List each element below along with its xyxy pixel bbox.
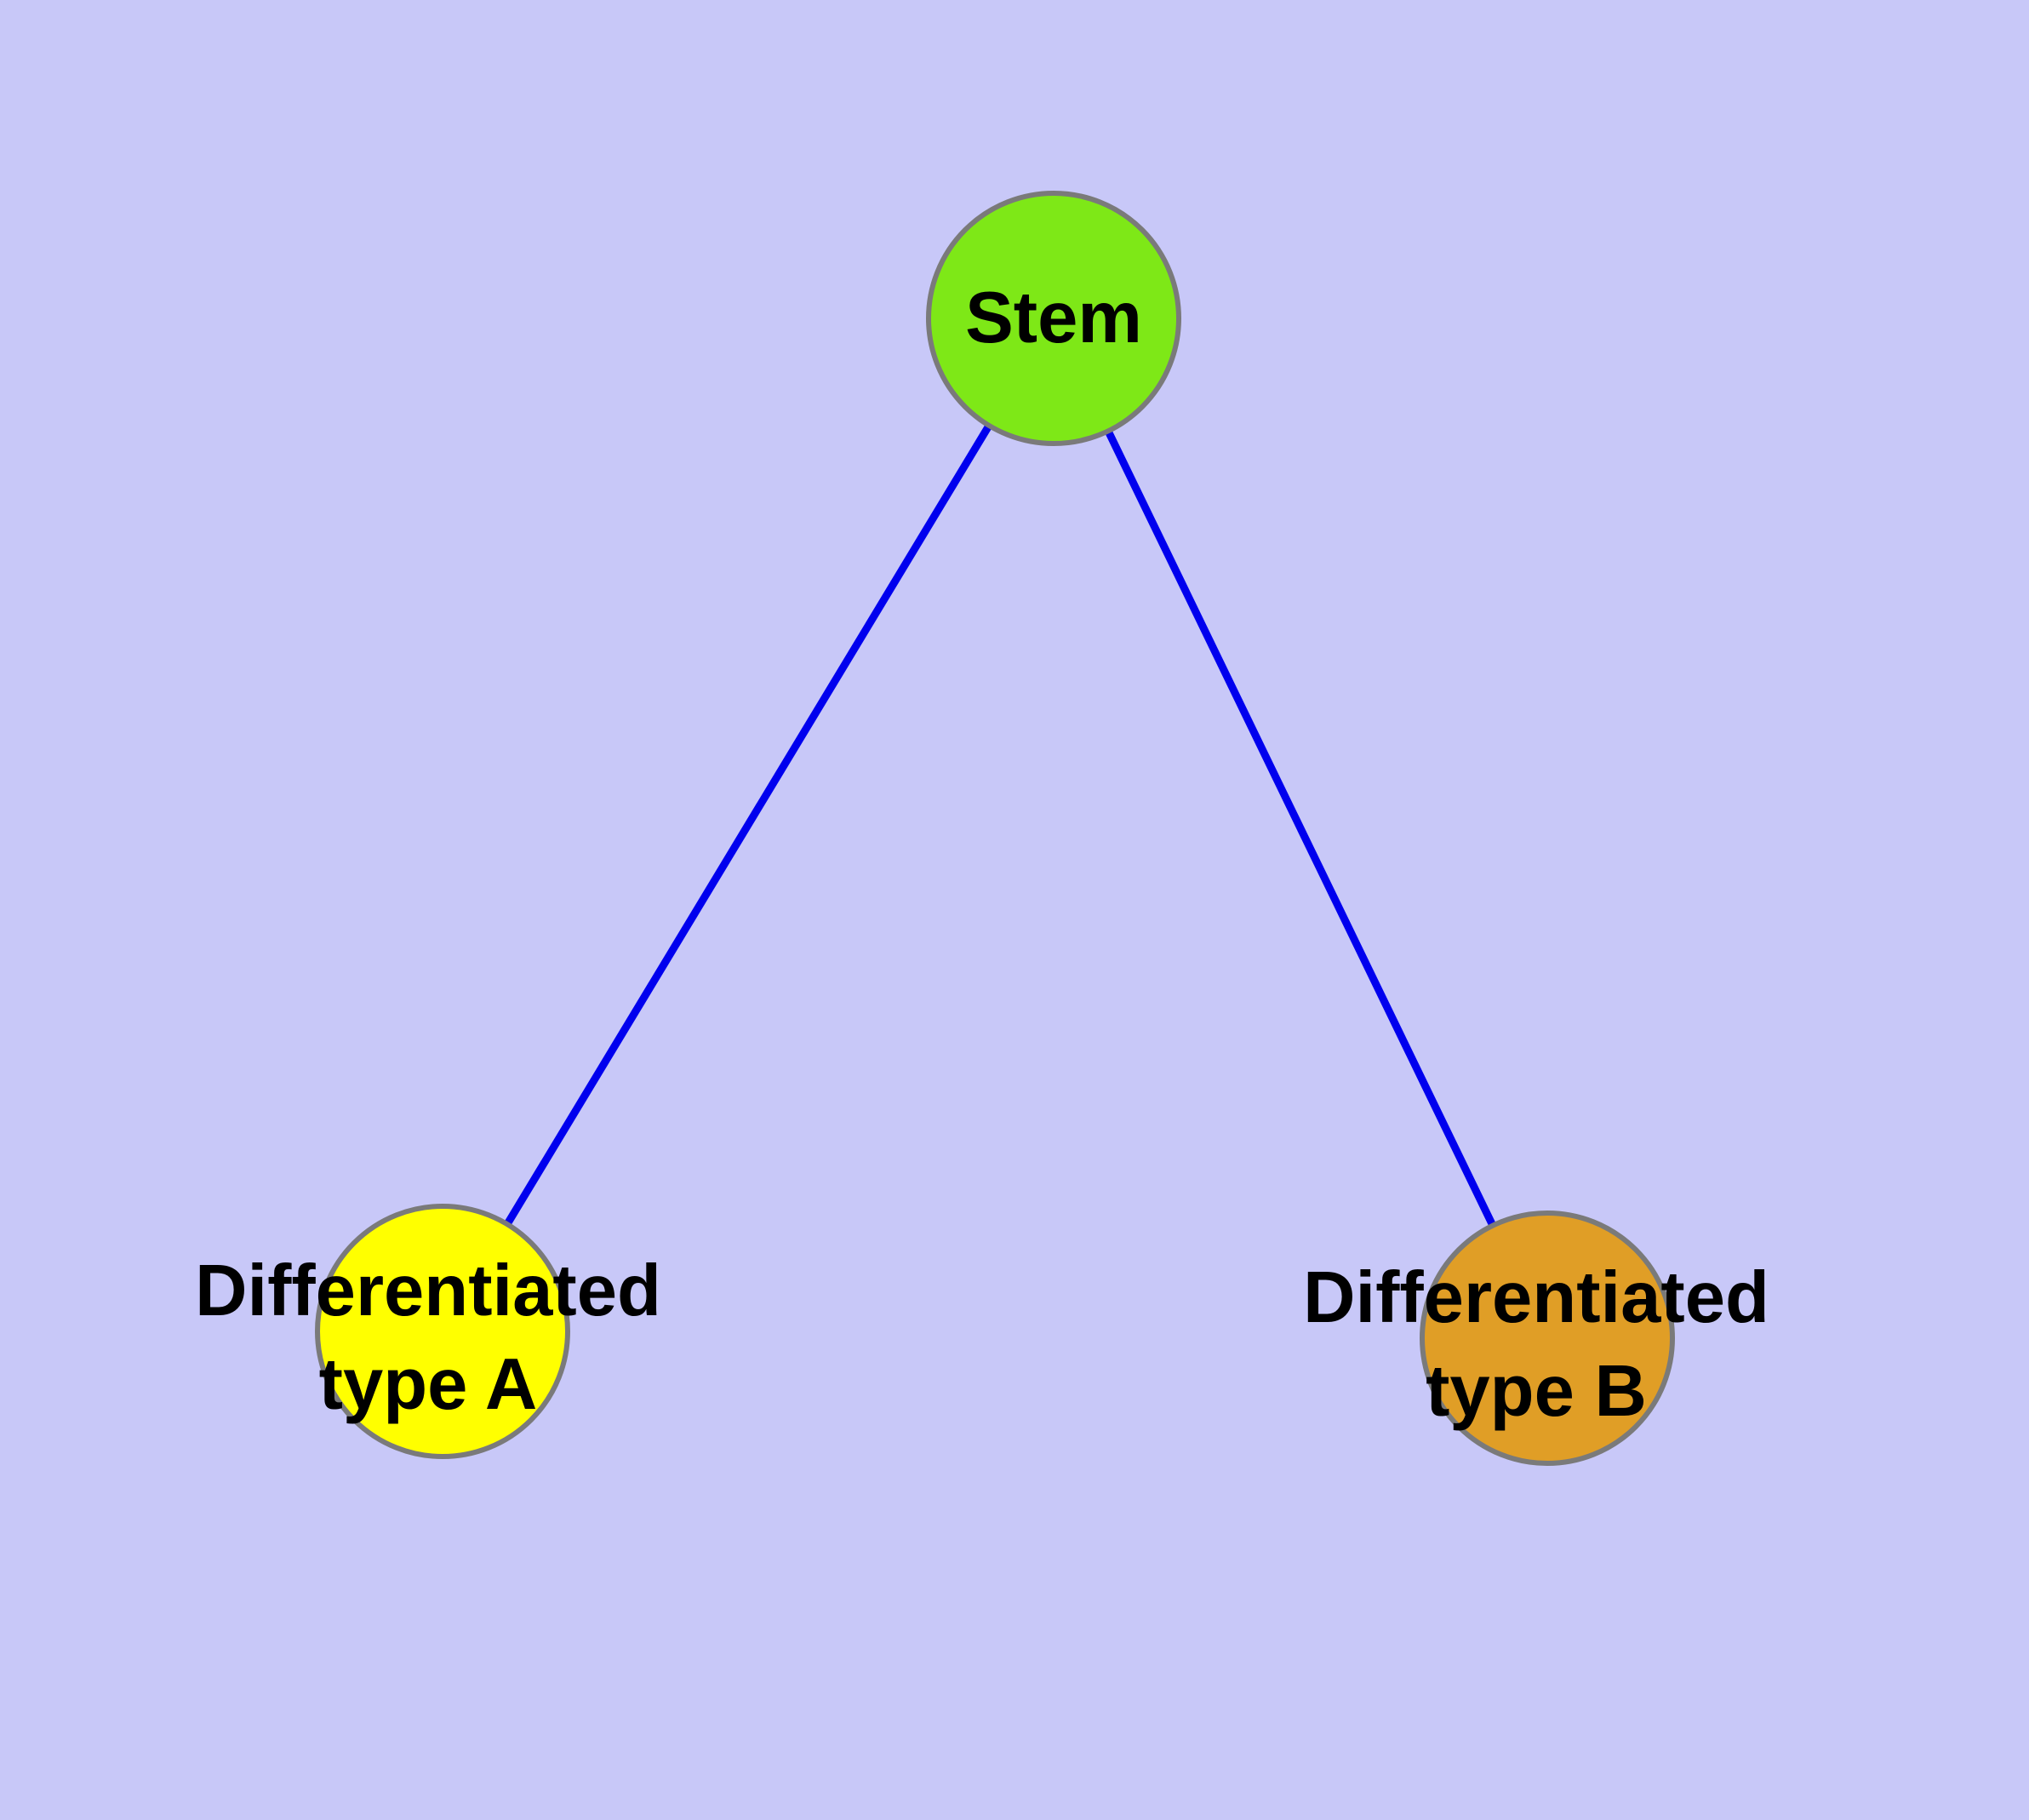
- node-type-a-circle: [315, 1204, 570, 1459]
- node-stem-circle: [926, 191, 1181, 446]
- edge-stem-to-type-a: [439, 316, 1057, 1334]
- node-type-b-circle: [1420, 1210, 1675, 1466]
- node-type-a-label: Differentiated type A: [195, 1251, 661, 1425]
- edge-stem-to-type-b: [1049, 317, 1552, 1340]
- node-stem-label: Stem: [965, 278, 1142, 358]
- node-type-b-label: Differentiated type B: [1303, 1257, 1769, 1432]
